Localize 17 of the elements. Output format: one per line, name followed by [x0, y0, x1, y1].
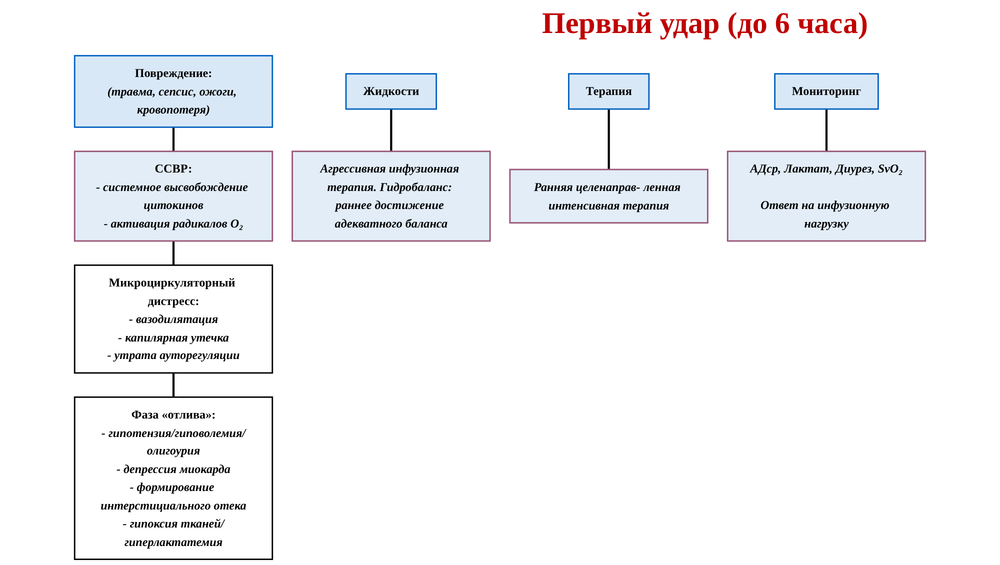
- node-box: Агрессивная инфузионная терапия. Гидробаланс: раннее достижение адекватного баланса: [292, 150, 491, 242]
- node-box: Жидкости: [345, 73, 438, 110]
- connector: [172, 241, 175, 266]
- node-box: АДср, Лактат, Диурез, SvO₂ Ответ на инфузионную нагрузку: [726, 150, 926, 242]
- connector: [172, 372, 175, 398]
- node-box: ССВР: - системное высвобождение цитокинов - активация радикалов O₂: [74, 150, 274, 242]
- connector: [608, 109, 610, 170]
- diagram-title: Первый удар (до 6 часа): [542, 6, 868, 42]
- node-box: Фаза «отлива»: - гипотензия/гиповолемия/олигоурия - депрессия миокарда - формирование интерстициального отека - гипоксия тканей/гиперлактатемия: [74, 396, 274, 560]
- node-box: Повреждение: (травма, сепсис, ожоги, кровопотеря): [74, 54, 274, 128]
- node-box: Микроциркуляторный дистресс: - вазодилятация - капилярная утечка - утрата ауторегуляции: [74, 264, 274, 374]
- connector: [172, 127, 175, 152]
- connector: [390, 109, 392, 152]
- connector: [825, 109, 828, 152]
- node-box: Мониторинг: [774, 73, 879, 110]
- node-box: Ранняя целенаправ- ленная интенсивная терапия: [509, 168, 708, 224]
- node-box: Терапия: [568, 73, 650, 110]
